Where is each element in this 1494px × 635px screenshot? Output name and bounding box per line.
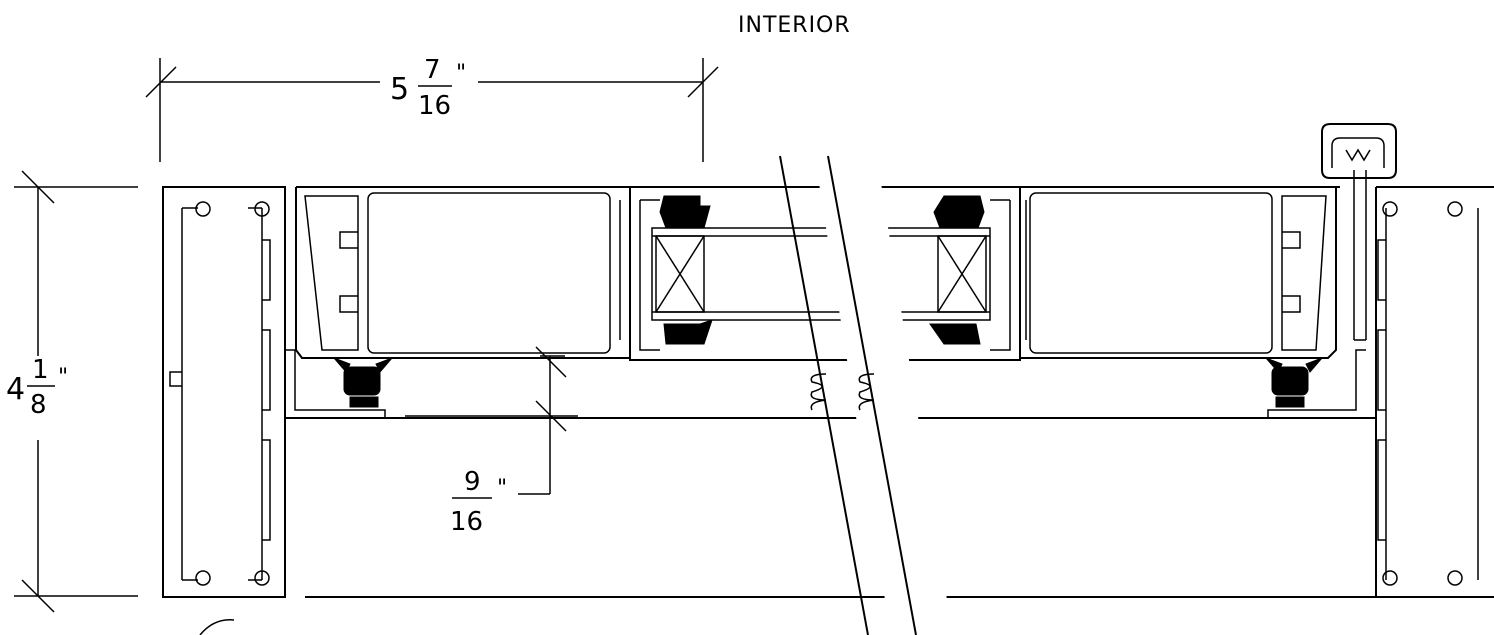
dimension-offset-numerator: 9 — [464, 467, 481, 497]
dimension-height-denominator: 8 — [30, 390, 47, 420]
dimension-width-unit: " — [456, 61, 466, 86]
base-line — [163, 417, 1494, 598]
dimension-width-numerator: 7 — [424, 55, 441, 85]
right-receptor — [1265, 349, 1366, 419]
right-sash — [1019, 187, 1337, 359]
detail-callout-arc — [199, 619, 235, 635]
left-sash — [295, 186, 1340, 359]
dimension-height-unit: " — [58, 365, 68, 390]
interior-label: INTERIOR — [738, 13, 851, 38]
dimension-width: 5 7 16 " — [145, 55, 719, 162]
right-mullion — [1375, 186, 1494, 597]
left-mullion — [162, 186, 286, 598]
dimension-width-denominator: 16 — [418, 91, 451, 121]
right-snap-cap — [1321, 123, 1397, 341]
dimension-height-numerator: 1 — [32, 355, 49, 385]
left-receptor — [285, 349, 393, 419]
dimension-height-whole: 4 — [6, 372, 25, 407]
dimension-height: 4 1 8 " — [6, 170, 138, 613]
break-lines — [779, 150, 953, 635]
dimension-offset-denominator: 16 — [450, 507, 483, 537]
glazing-unit — [619, 187, 1027, 361]
dimension-width-whole: 5 — [390, 72, 409, 107]
dimension-offset-unit: " — [497, 476, 507, 501]
dimension-offset: 9 16 " — [405, 346, 578, 537]
